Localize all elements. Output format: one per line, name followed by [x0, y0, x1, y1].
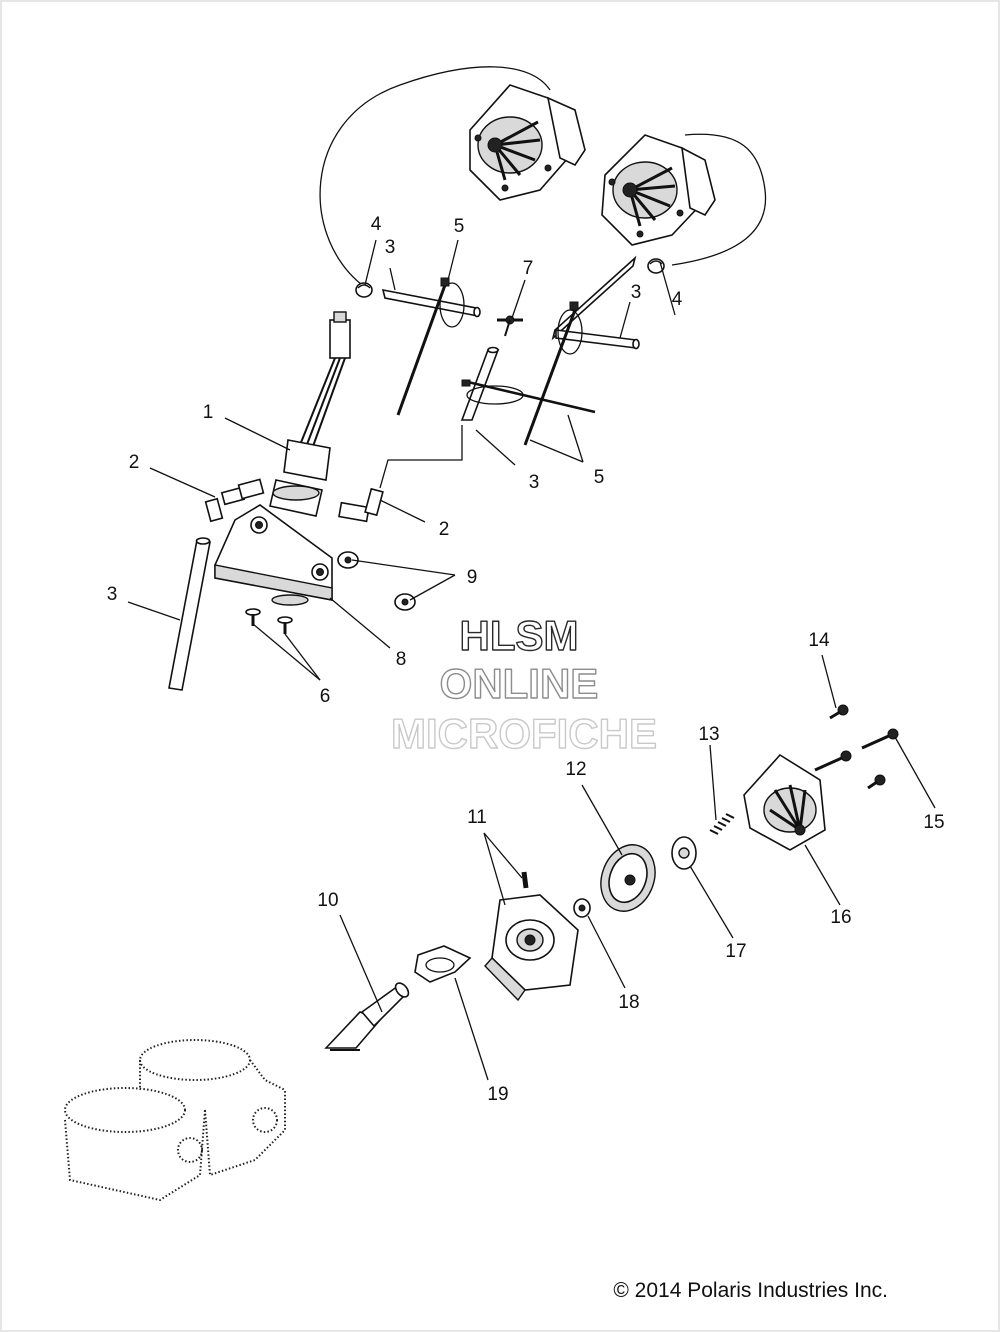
- callout-15: 15: [923, 812, 944, 833]
- engine-cylinders: [64, 1039, 286, 1202]
- mounted-pump-left: [469, 84, 586, 201]
- watermark: HLSM ONLINE MICROFICHE: [390, 611, 657, 757]
- mounted-pump-right: [601, 134, 716, 246]
- routing-line-right: [671, 133, 767, 266]
- callout-1: 1: [203, 402, 214, 423]
- watermark-line-3: MICROFICHE: [391, 710, 657, 757]
- callout-10: 10: [317, 890, 338, 911]
- callout-3-upper-right: 3: [631, 282, 642, 303]
- watermark-line-1: HLSM: [460, 612, 579, 659]
- cable-tie-left: [396, 277, 465, 416]
- callout-13: 13: [698, 724, 719, 745]
- cable-tie-center: [461, 379, 596, 414]
- callout-18: 18: [618, 992, 639, 1013]
- clamp-left: [355, 282, 373, 298]
- callout-16: 16: [830, 907, 851, 928]
- callout-3-upper-left: 3: [385, 237, 396, 258]
- callout-17: 17: [725, 941, 746, 962]
- callout-8: 8: [396, 649, 407, 670]
- watermark-line-2: ONLINE: [440, 660, 599, 707]
- cover-screw-15c: [867, 774, 886, 790]
- callout-14: 14: [808, 630, 830, 651]
- callout-7: 7: [523, 258, 534, 279]
- diaphragm: [600, 844, 656, 912]
- callout-2-left: 2: [129, 452, 140, 473]
- callout-12: 12: [565, 759, 586, 780]
- diaphragm-plate: [671, 836, 697, 870]
- callout-4-right: 4: [672, 289, 683, 310]
- sensor-with-harness: [269, 311, 351, 517]
- hose-upper-right-2: [555, 329, 640, 350]
- routing-line-left: [319, 66, 551, 289]
- pump-cover: [743, 753, 826, 851]
- spring: [709, 813, 735, 835]
- cover-screw-15a: [814, 750, 852, 772]
- cover-screw-15b: [861, 728, 899, 750]
- elbow-fitting-left: [204, 478, 265, 523]
- callout-5-lower: 5: [594, 467, 605, 488]
- cable-tie-right: [523, 301, 583, 446]
- callout-5-upper: 5: [454, 216, 465, 237]
- callout-4-left: 4: [371, 214, 382, 235]
- screw-right: [277, 616, 293, 634]
- mounting-bracket: [214, 504, 333, 606]
- callout-9: 9: [467, 567, 478, 588]
- grommet-lower: [394, 593, 416, 611]
- leader-lines: [127, 239, 936, 1081]
- fitting-small: [497, 315, 523, 337]
- grommet-upper: [337, 551, 359, 569]
- hose-upper-left: [381, 288, 481, 318]
- copyright-notice: © 2014 Polaris Industries Inc.: [613, 1279, 888, 1302]
- outlet-fitting: [324, 982, 410, 1051]
- callout-6: 6: [320, 686, 331, 707]
- callout-2-right: 2: [439, 519, 450, 540]
- callout-3-lower: 3: [107, 584, 118, 605]
- callout-3-center: 3: [529, 472, 540, 493]
- callout-labels: 1 2 2 3 3 3 3 4 4 5 5 6 7 8 9 10 11 12 1…: [107, 214, 945, 1105]
- elbow-fitting-right: [338, 425, 463, 523]
- screw-left: [245, 608, 261, 626]
- hose-lower-left: [168, 537, 211, 691]
- check-valve: [573, 898, 591, 918]
- cover-screw-14: [829, 704, 849, 720]
- callout-11: 11: [467, 807, 487, 828]
- callout-19: 19: [487, 1084, 508, 1105]
- pump-body: [484, 871, 579, 1002]
- gasket: [414, 945, 472, 983]
